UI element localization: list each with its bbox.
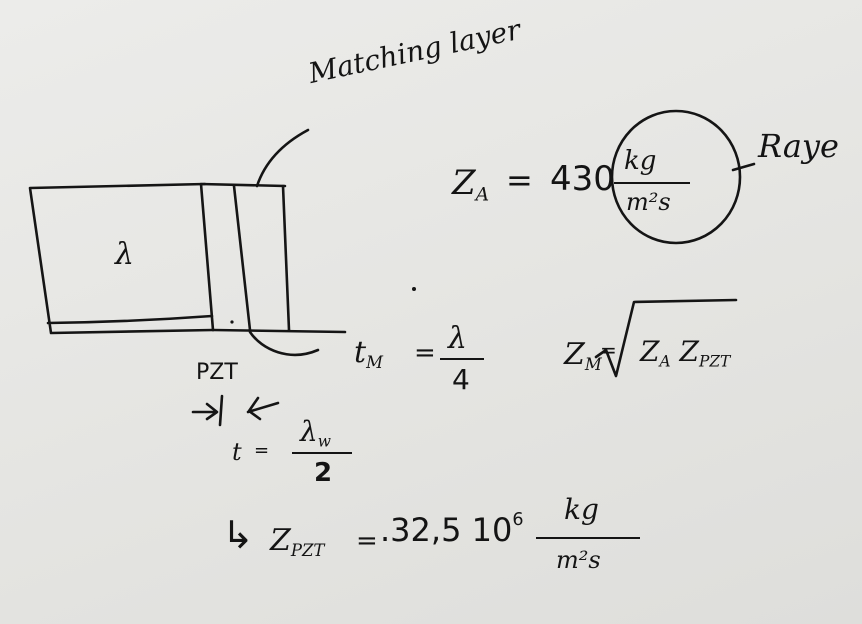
pzt-label: PZT — [196, 360, 238, 385]
tm-fraction-bar — [440, 358, 484, 360]
za-lhs: ZA — [452, 163, 490, 206]
za-equals: = — [506, 161, 533, 199]
tm-leader — [248, 330, 320, 357]
za-value: 430 — [550, 159, 615, 199]
zm-equals: = — [600, 338, 617, 362]
t-numerator: λw — [300, 415, 331, 451]
sqrt-sign — [594, 298, 738, 378]
unit-circle — [610, 109, 742, 245]
raye-leader — [731, 162, 756, 172]
zpzt-unit-denominator: m²s — [556, 546, 601, 574]
tm-equals: = — [414, 338, 436, 368]
za-unit-numerator: kg — [624, 146, 657, 176]
t-dimension-arrows — [191, 394, 280, 427]
lambda-label: λ — [115, 237, 135, 272]
t-equals: = — [254, 440, 270, 461]
t-lhs: t — [232, 438, 242, 466]
matching-layer — [211, 184, 347, 334]
zpzt-fraction-bar — [536, 537, 640, 539]
zpzt-value: .32,5 106 — [380, 510, 524, 549]
zm-radicand: ZA ZPZT — [640, 335, 731, 371]
backing-block — [28, 182, 215, 335]
raye-label: Raye — [758, 127, 839, 165]
zpzt-equals: = — [356, 526, 378, 556]
zpzt-unit-numerator: kg — [564, 493, 599, 526]
za-fraction-bar — [614, 182, 690, 184]
t-denominator: 2 — [314, 458, 333, 488]
tm-numerator: λ — [448, 321, 468, 356]
tm-lhs: tM — [354, 335, 383, 372]
zpzt-arrow: ↳ — [222, 513, 254, 557]
dot-mark — [230, 320, 234, 324]
dot-mark — [412, 287, 416, 291]
matching-layer-leader — [255, 128, 310, 188]
t-fraction-bar — [292, 452, 352, 454]
zm-lhs: ZM — [564, 337, 602, 374]
tm-denominator: 4 — [452, 363, 470, 396]
zpzt-lhs: ZPZT — [270, 523, 325, 560]
pzt-element — [199, 182, 287, 332]
za-unit-denominator: m²s — [626, 188, 671, 216]
